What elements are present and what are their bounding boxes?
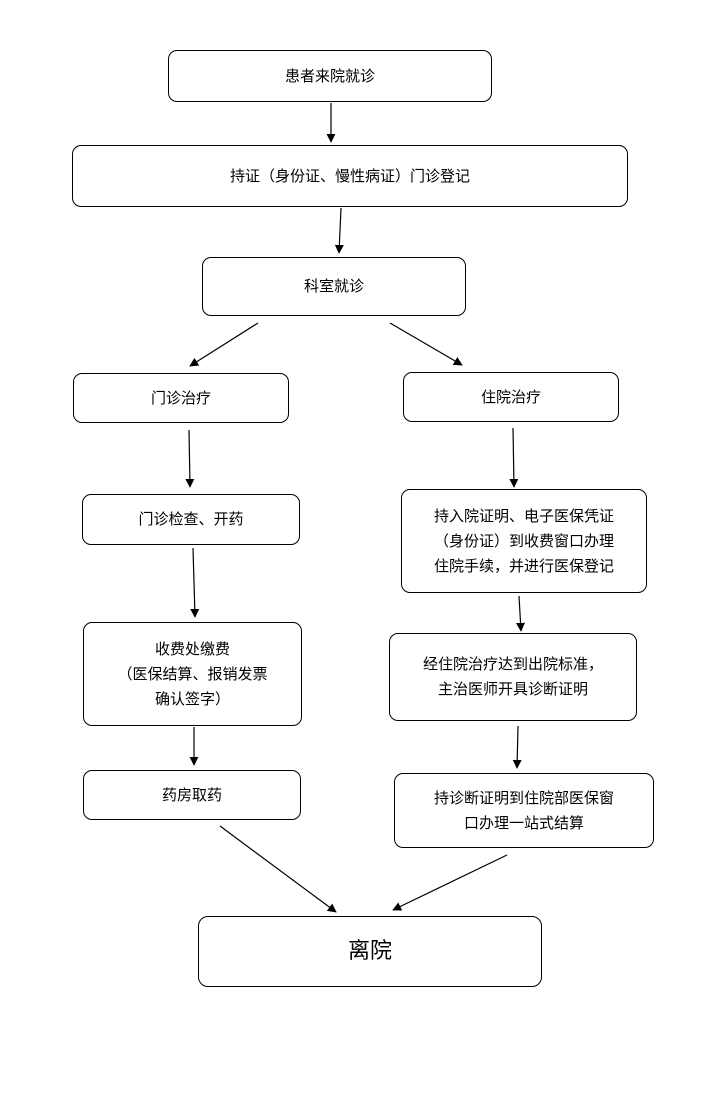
node-inpatient: 住院治疗: [403, 372, 619, 422]
node-arrive: 患者来院就诊: [168, 50, 492, 102]
arrow-pharmacy-to-leave: [219, 825, 337, 913]
arrow-exam-to-payment: [190, 547, 200, 618]
node-payment-label: 收费处缴费 （医保结算、报销发票 确认签字）: [117, 639, 268, 708]
arrow-inpatient-to-admission: [509, 427, 519, 488]
node-pharmacy: 药房取药: [83, 770, 301, 820]
node-settlement: 持诊断证明到住院部医保窗 口办理一站式结算: [394, 773, 654, 848]
node-pharmacy-label: 药房取药: [161, 785, 222, 804]
node-payment: 收费处缴费 （医保结算、报销发票 确认签字）: [83, 622, 302, 726]
node-discharge-standard-label: 经住院治疗达到出院标准， 主治医师开具诊断证明: [422, 655, 603, 698]
node-settlement-label: 持诊断证明到住院部医保窗 口办理一站式结算: [433, 788, 614, 832]
node-leave-label: 离院: [347, 939, 392, 964]
node-register: 持证（身份证、慢性病证）门诊登记: [72, 145, 628, 207]
node-outpatient: 门诊治疗: [73, 373, 289, 423]
node-register-label: 持证（身份证、慢性病证）门诊登记: [229, 166, 470, 185]
node-dept: 科室就诊: [202, 257, 466, 316]
node-admission-label: 持入院证明、电子医保凭证 （身份证）到收费窗口办理 住院手续，并进行医保登记: [433, 506, 614, 575]
node-admission: 持入院证明、电子医保凭证 （身份证）到收费窗口办理 住院手续，并进行医保登记: [401, 489, 647, 593]
arrow-register-to-dept: [334, 207, 344, 254]
node-arrive-label: 患者来院就诊: [284, 66, 375, 85]
node-dept-label: 科室就诊: [303, 277, 364, 295]
arrow-dept-to-inpatient: [389, 322, 463, 366]
arrow-discharge-to-settlement: [512, 725, 522, 769]
node-exam: 门诊检查、开药: [82, 494, 300, 545]
arrow-settlement-to-leave: [392, 854, 508, 911]
node-discharge-standard: 经住院治疗达到出院标准， 主治医师开具诊断证明: [389, 633, 637, 721]
node-leave: 离院: [198, 916, 542, 987]
node-outpatient-label: 门诊治疗: [150, 388, 211, 407]
node-inpatient-label: 住院治疗: [480, 387, 541, 406]
arrow-dept-to-outpatient: [189, 322, 259, 367]
arrow-outpatient-to-exam: [185, 429, 195, 488]
node-exam-label: 门诊检查、开药: [138, 510, 244, 528]
arrow-admission-to-discharge: [516, 595, 526, 632]
